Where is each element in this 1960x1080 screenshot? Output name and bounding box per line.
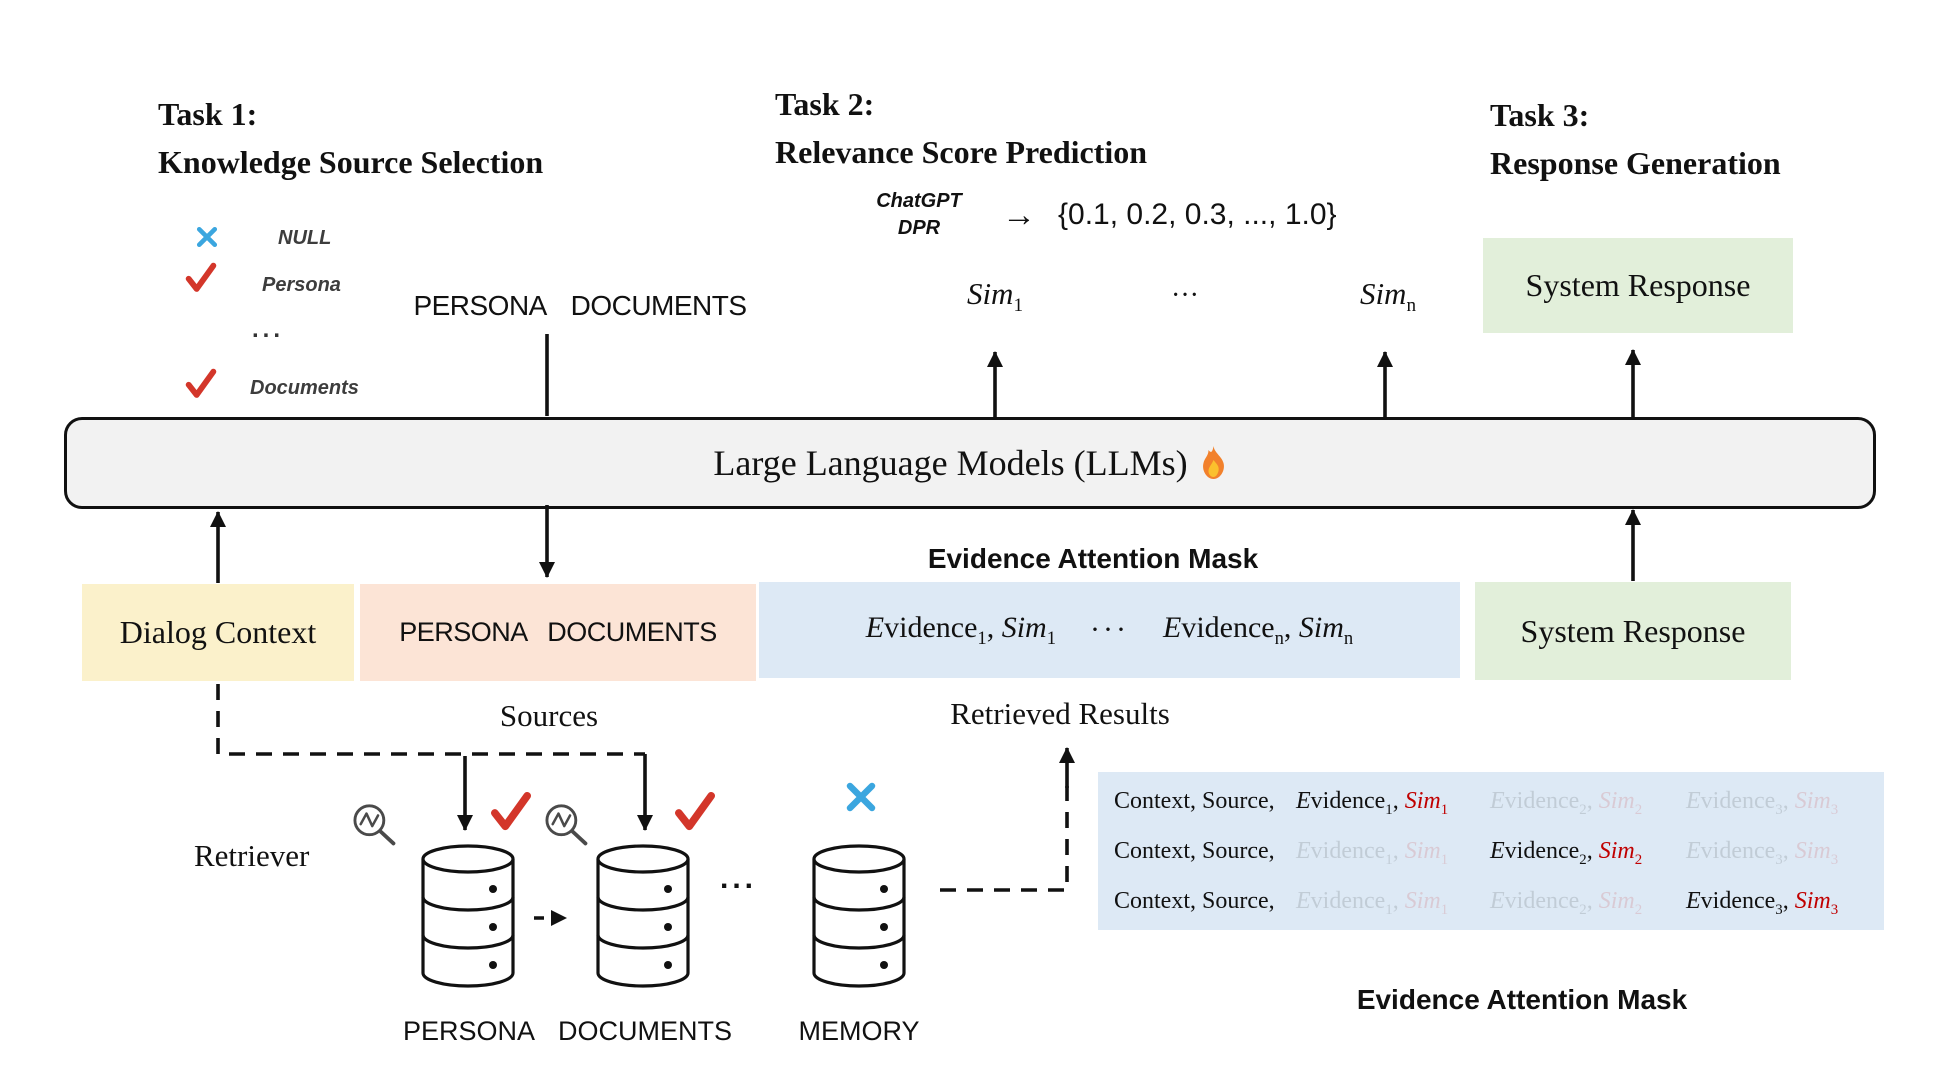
evidence-sim-group: Evidence1, Sim1: [1296, 888, 1449, 918]
system-response-mid-label: System Response: [1520, 612, 1746, 649]
sources-selected-label: PERSONA DOCUMENTS: [399, 617, 717, 647]
dialog-context-label: Dialog Context: [119, 614, 317, 650]
db-ellipsis: ...: [720, 862, 758, 895]
legend-ellipsis: ...: [252, 316, 285, 343]
mask-row-prefix: Context, Source,: [1114, 788, 1275, 814]
sim-first-label: Sim1: [966, 276, 1024, 317]
evidence-sim-group: Evidence1, Sim1: [865, 610, 1056, 649]
mask-row-prefix: Context, Source,: [1114, 838, 1275, 864]
evidence-sim-box: Evidence1, Sim1 ··· Evidencen, Simn: [759, 582, 1460, 678]
system-response-top-box: System Response: [1483, 238, 1793, 333]
task1-title-line1: Task 1:: [158, 96, 258, 132]
evidence-sim-group: Evidence2, Sim2: [1490, 888, 1643, 918]
check-icon: [490, 792, 532, 837]
legend-persona-label: Persona: [262, 274, 341, 296]
evidence-sim-group: Evidence2, Sim2: [1490, 788, 1643, 818]
system-response-top-label: System Response: [1525, 267, 1751, 303]
memory-db-label: MEMORY: [798, 1016, 920, 1046]
retriever-magnifier-icon: [542, 802, 600, 859]
task1-title: Task 1: Knowledge Source Selection: [158, 90, 543, 186]
memory-database-icon: [810, 842, 908, 997]
legend-null-label: NULL: [278, 227, 332, 249]
retrieved-results-label: Retrieved Results: [950, 696, 1170, 731]
evidence-sim-group: Evidence3, Sim3: [1686, 838, 1839, 868]
flame-icon: [1202, 446, 1224, 479]
task1-sources-label: PERSONA DOCUMENTS: [413, 290, 747, 321]
evidence-sim-group: Evidence3, Sim3: [1686, 788, 1839, 818]
right-arrow-glyph: →: [1002, 196, 1036, 234]
llm-bar-label: Large Language Models (LLMs): [713, 442, 1226, 484]
documents-database-icon: [594, 842, 692, 997]
system-response-mid-box: System Response: [1475, 582, 1791, 680]
mask-row: Context, Source, Evidence1, Sim1 Evidence2…: [1098, 838, 1884, 872]
documents-db-label: DOCUMENTS: [558, 1016, 732, 1046]
evidence-sim-group: Evidence1, Sim1: [1296, 838, 1449, 868]
sources-label: Sources: [499, 698, 599, 733]
llm-bar: Large Language Models (LLMs): [64, 417, 1876, 509]
task1-title-line2: Knowledge Source Selection: [158, 144, 544, 180]
ellipsis: ···: [1090, 613, 1129, 646]
evidence-sim-group: Evidence1, Sim1: [1296, 788, 1449, 818]
evidence-attention-mask-label-middle: Evidence Attention Mask: [927, 543, 1259, 574]
check-icon: [185, 262, 217, 294]
x-icon: [195, 225, 219, 249]
mask-row: Context, Source, Evidence1, Sim1 Evidence2…: [1098, 888, 1884, 922]
evidence-attention-mask-label-bottom: Evidence Attention Mask: [1356, 984, 1688, 1015]
mask-row-prefix: Context, Source,: [1114, 888, 1275, 914]
retriever-magnifier-icon: [350, 802, 408, 859]
sim-last-label: Simn: [1359, 276, 1417, 317]
task3-title: Task 3: Response Generation: [1490, 91, 1781, 187]
sources-selected-box: PERSONA DOCUMENTS: [360, 584, 756, 681]
task2-title-line2: Relevance Score Prediction: [775, 134, 1148, 170]
score-set: {0.1, 0.2, 0.3, ..., 1.0}: [1058, 198, 1337, 231]
llm-bar-text: Large Language Models (LLMs): [713, 443, 1188, 483]
check-icon: [674, 792, 716, 837]
check-icon: [185, 368, 217, 400]
mask-row: Context, Source, Evidence1, Sim1 Evidence2…: [1098, 788, 1884, 822]
task2-title: Task 2: Relevance Score Prediction: [775, 80, 1147, 176]
retriever-label: Retriever: [194, 838, 310, 873]
persona-db-label: PERSONA: [402, 1016, 536, 1046]
model-chatgpt: ChatGPT: [876, 190, 962, 212]
dialog-context-box: Dialog Context: [82, 584, 354, 681]
task2-models: ChatGPT DPR: [843, 188, 995, 242]
task3-title-line2: Response Generation: [1490, 145, 1781, 181]
evidence-sim-group: Evidencen, Simn: [1162, 610, 1354, 649]
task3-title-line1: Task 3:: [1490, 97, 1590, 133]
legend-documents-label: Documents: [250, 377, 359, 399]
evidence-sim-content: Evidence1, Sim1 ··· Evidencen, Simn: [866, 611, 1353, 650]
task2-title-line1: Task 2:: [775, 86, 875, 122]
x-icon: [844, 780, 878, 819]
sim-ellipsis: ···: [1171, 280, 1199, 311]
dashed-memory-to-retrieved: [940, 786, 1069, 892]
evidence-sim-group: Evidence3, Sim3: [1686, 888, 1839, 918]
evidence-sim-group: Evidence2, Sim2: [1490, 838, 1643, 868]
persona-database-icon: [419, 842, 517, 997]
model-dpr: DPR: [897, 217, 941, 239]
